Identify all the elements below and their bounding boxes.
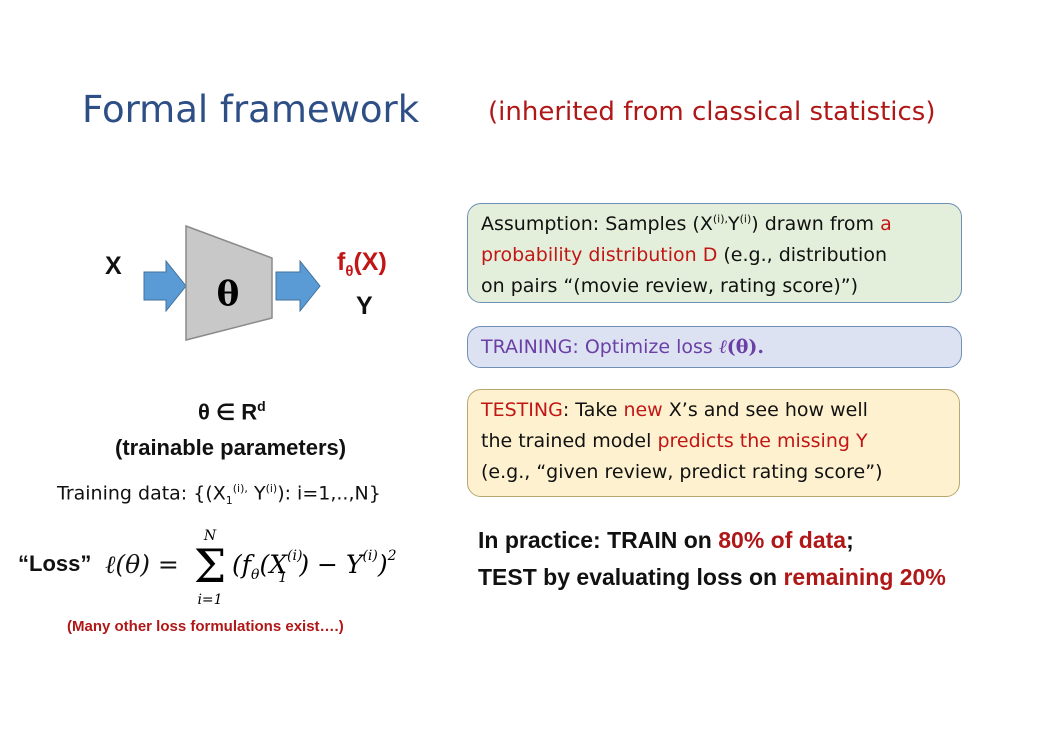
slide-subtitle: (inherited from classical statistics) [488, 97, 936, 127]
testing-box: TESTING: Take new X’s and see how well t… [467, 389, 960, 497]
sum-sigma: Σ [194, 539, 227, 593]
slide-title: Formal framework [82, 88, 420, 131]
loss-body: (fθ(X(i)1) − Y(i))2 [232, 548, 397, 586]
loss-note: (Many other loss formulations exist….) [67, 618, 344, 635]
assumption-box: Assumption: Samples (X(i),Y(i)) drawn fr… [467, 203, 962, 303]
input-arrow [143, 259, 187, 313]
output-arrow [275, 259, 321, 313]
sum-upper: N [203, 528, 217, 544]
loss-label: “Loss” [18, 551, 92, 576]
model-block [185, 224, 273, 341]
training-box: TRAINING: Optimize loss ℓ(θ). [467, 326, 962, 368]
theta-symbol: θ [217, 274, 240, 314]
target-label: Y [356, 292, 373, 320]
param-space: θ ∈ Rd [198, 398, 266, 425]
practice-note: In practice: TRAIN on 80% of data; TEST … [478, 527, 946, 590]
sum-lower: i=1 [197, 592, 222, 608]
output-function: fθ(X) [337, 248, 387, 280]
loss-lhs: ℓ(θ) = [105, 550, 179, 579]
model-diagram: θ [143, 224, 321, 341]
loss-formula: ℓ(θ) = N Σ i=1 (fθ(X(i)1) − Y(i))2 [105, 528, 397, 608]
input-label: X [105, 252, 122, 280]
training-data-def: Training data: {(X1(i), Y(i)): i=1,..,N} [57, 482, 381, 508]
trainable-caption: (trainable parameters) [115, 435, 347, 460]
